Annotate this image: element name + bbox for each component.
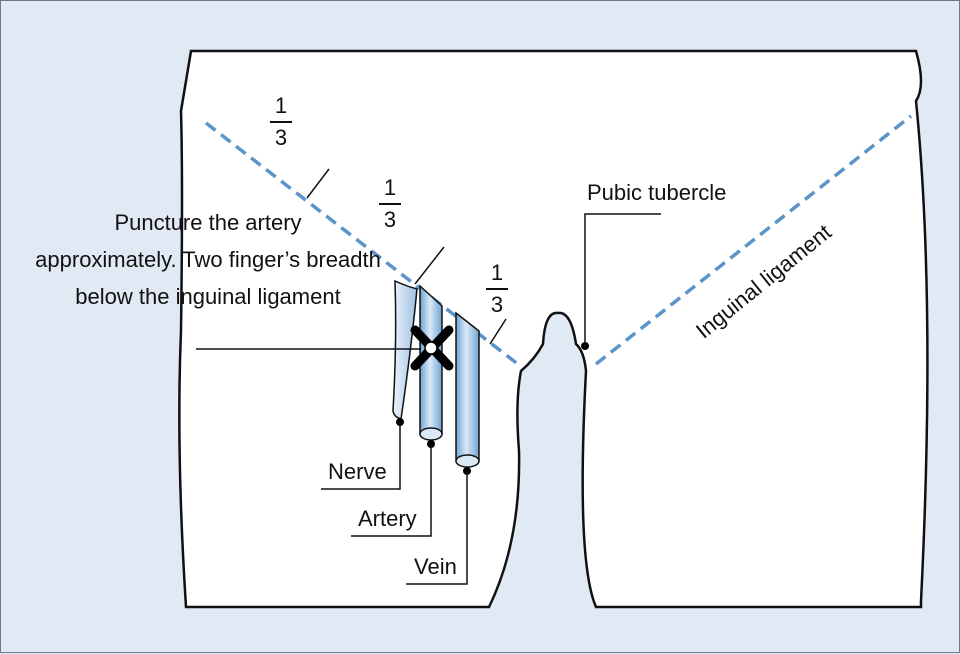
body-outline bbox=[178, 49, 929, 609]
puncture-line-3: below the inguinal ligament bbox=[75, 284, 341, 309]
pubic-tubercle-leader-line bbox=[584, 213, 661, 346]
puncture-annotation: Puncture the artery approximately. Two f… bbox=[1, 204, 415, 315]
fraction-bar bbox=[270, 121, 292, 123]
fraction-one-third-2: 1 3 bbox=[377, 177, 403, 231]
vein-label: Vein bbox=[414, 554, 457, 579]
fraction-numerator: 1 bbox=[490, 260, 504, 285]
ligament-right-dash bbox=[594, 114, 913, 366]
fraction-bar bbox=[379, 203, 401, 205]
artery-end bbox=[419, 427, 443, 441]
fraction-one-third-1: 1 3 bbox=[268, 95, 294, 149]
vein-end bbox=[455, 454, 480, 468]
fraction-denominator: 3 bbox=[274, 125, 288, 150]
third-tick-3 bbox=[489, 318, 507, 345]
third-tick-2 bbox=[414, 246, 445, 285]
puncture-line-1: Puncture the artery bbox=[114, 210, 302, 235]
fraction-numerator: 1 bbox=[383, 175, 397, 200]
vein-leader-line bbox=[406, 471, 468, 585]
fraction-denominator: 3 bbox=[383, 207, 397, 232]
pubic-tubercle-label: Pubic tubercle bbox=[587, 180, 727, 205]
fraction-one-third-3: 1 3 bbox=[484, 262, 510, 316]
third-tick-1 bbox=[306, 168, 330, 199]
vein-shape bbox=[455, 311, 480, 462]
fraction-bar bbox=[486, 288, 508, 290]
nerve-label: Nerve bbox=[328, 459, 387, 484]
fraction-numerator: 1 bbox=[274, 93, 288, 118]
nerve-leader-line bbox=[321, 422, 401, 490]
fraction-denominator: 3 bbox=[490, 292, 504, 317]
artery-leader-line bbox=[351, 444, 432, 537]
puncture-line-2: approximately. Two finger’s breadth bbox=[35, 247, 381, 272]
x-cross-icon bbox=[410, 325, 454, 371]
artery-label: Artery bbox=[358, 506, 417, 531]
